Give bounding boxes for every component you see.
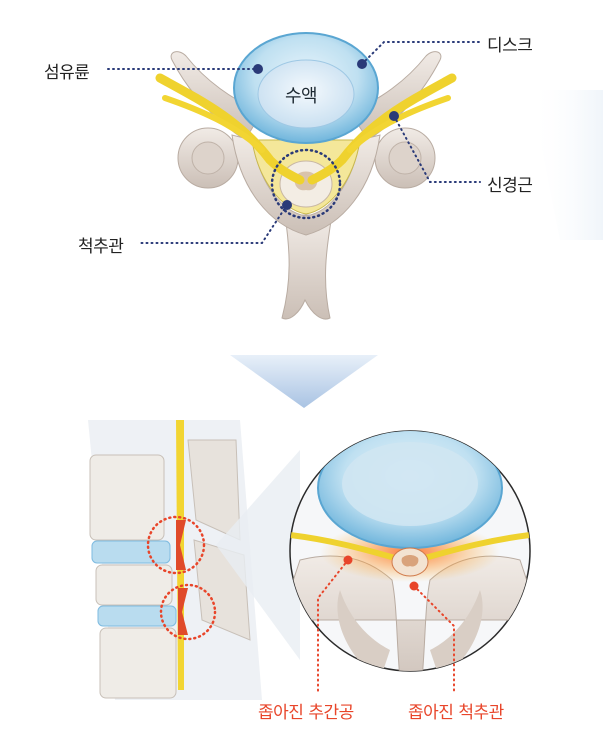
label-nerve-root: 신경근 bbox=[487, 176, 533, 196]
zoom-view bbox=[289, 430, 531, 693]
vertebral-body-2 bbox=[95, 564, 173, 606]
compression-circle-2 bbox=[159, 583, 217, 641]
leader-nerve-root bbox=[393, 115, 481, 183]
sagittal-disc-2 bbox=[97, 605, 177, 627]
label-narrowed-canal: 좁아진 척추관 bbox=[408, 703, 504, 723]
nucleus bbox=[257, 59, 355, 129]
leader-canal-narrowing bbox=[413, 585, 455, 693]
leader-canal bbox=[139, 204, 288, 244]
vertebra-cross-section bbox=[107, 32, 481, 320]
label-annulus: 섬유륜 bbox=[44, 63, 90, 83]
vertebral-body-1 bbox=[89, 454, 165, 541]
background-panel bbox=[530, 90, 603, 240]
sagittal-disc-1 bbox=[91, 540, 171, 564]
label-spinal-canal: 척추관 bbox=[78, 237, 124, 257]
spinous-process bbox=[281, 214, 333, 320]
sagittal-spine bbox=[88, 420, 262, 700]
canal-highlight-circle bbox=[270, 148, 342, 220]
annulus-marker bbox=[253, 64, 263, 74]
label-csf: 수액 bbox=[285, 86, 318, 107]
leader-disc bbox=[361, 41, 481, 65]
label-disc: 디스크 bbox=[487, 36, 533, 56]
compression-circle-1 bbox=[146, 515, 206, 575]
label-narrowed-foramen: 좁아진 추간공 bbox=[258, 703, 354, 723]
leader-foramen bbox=[317, 559, 349, 693]
zoom-cone bbox=[216, 450, 300, 660]
down-arrow bbox=[230, 355, 378, 408]
vertebral-body-3 bbox=[99, 627, 177, 699]
